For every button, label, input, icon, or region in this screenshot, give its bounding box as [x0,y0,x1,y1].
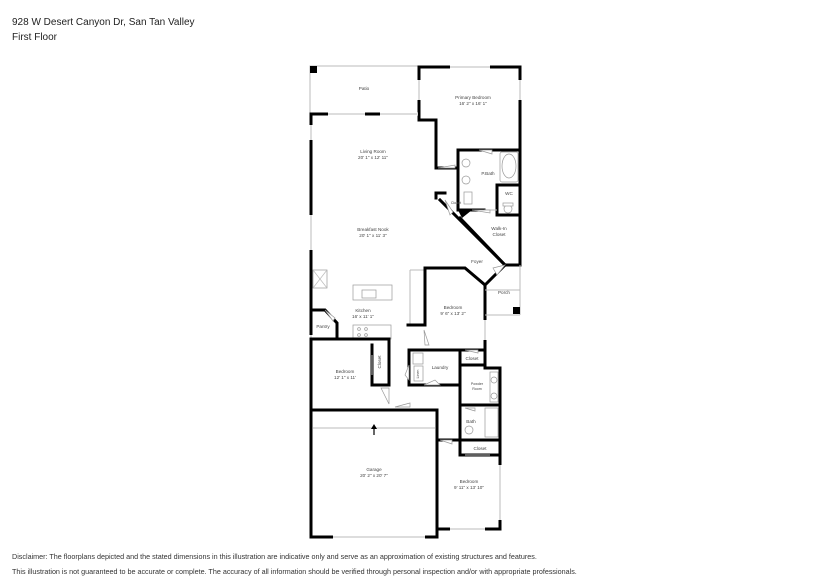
bottom-bedroom-label: Bedroom [460,479,479,484]
pbath-label: P.Bath [481,171,495,176]
laundry-label: Laundry [432,365,449,370]
walk-in-closet-label-2: Closet [492,232,506,237]
floor-label: First Floor [12,32,57,43]
patio-label: Patio [359,86,370,91]
bottom-bedroom-dims: 9' 11" x 13' 10" [454,485,484,490]
powder-room-label-1: Powder [471,382,484,386]
bath-block [435,403,502,457]
wc-label: WC [505,191,513,196]
bottom-closet-label: Closet [473,446,487,451]
property-address: 928 W Desert Canyon Dr, San Tan Valley [12,17,195,28]
living-room-dims: 20' 1" x 12' 11" [358,155,388,160]
garage-dims: 20' 2" x 20' 7" [360,473,388,478]
breakfast-nook-label: Breakfast Nook [357,227,389,232]
foyer-label: Foyer [471,259,483,264]
walk-in-closet-label-1: Walk-In [491,226,507,231]
porch-post-icon [513,307,520,314]
disclaimer-line-2: This illustration is not guaranteed to b… [12,567,577,576]
left-bedroom-dims: 12' 1" x 11' [334,375,356,380]
porch-label: Porch [498,290,510,295]
kitchen-label: Kitchen [355,308,371,313]
primary-bedroom [417,65,522,152]
kitchen-dims: 16' x 11' 1" [352,314,374,319]
garage-walls [309,337,502,539]
post-icon [310,66,317,73]
primary-bath-block [434,148,522,217]
primary-bedroom-label: Primary Bedroom [455,95,491,100]
garage-label: Garage [366,467,382,472]
center-bedroom-walls [423,262,521,352]
closet-small-label: Closet [451,201,461,205]
laundry-block [404,348,502,407]
center-bedroom-dims: 9' 6" x 13' 2" [440,311,466,316]
primary-bedroom-dims: 16' 2" x 16' 1" [459,101,487,106]
living-room-label: Living Room [360,149,386,154]
walkin-foyer-walls: Closet [434,191,522,268]
left-bedroom-label: Bedroom [336,369,355,374]
disclaimer-line-1: Disclaimer: The floorplans depicted and … [12,552,537,561]
powder-room-label-2: Room [472,387,482,391]
breakfast-nook-dims: 20' 1" x 11' 3" [359,233,387,238]
left-bedroom-walls [309,337,391,405]
left-closet-label: Closet [377,355,382,369]
mid-closet-label: Closet [465,356,479,361]
center-bedroom-label: Bedroom [444,305,463,310]
pantry-label: Pantry [316,324,330,329]
linen-label: Linen [416,370,420,379]
bath-label: Bath [466,419,476,424]
